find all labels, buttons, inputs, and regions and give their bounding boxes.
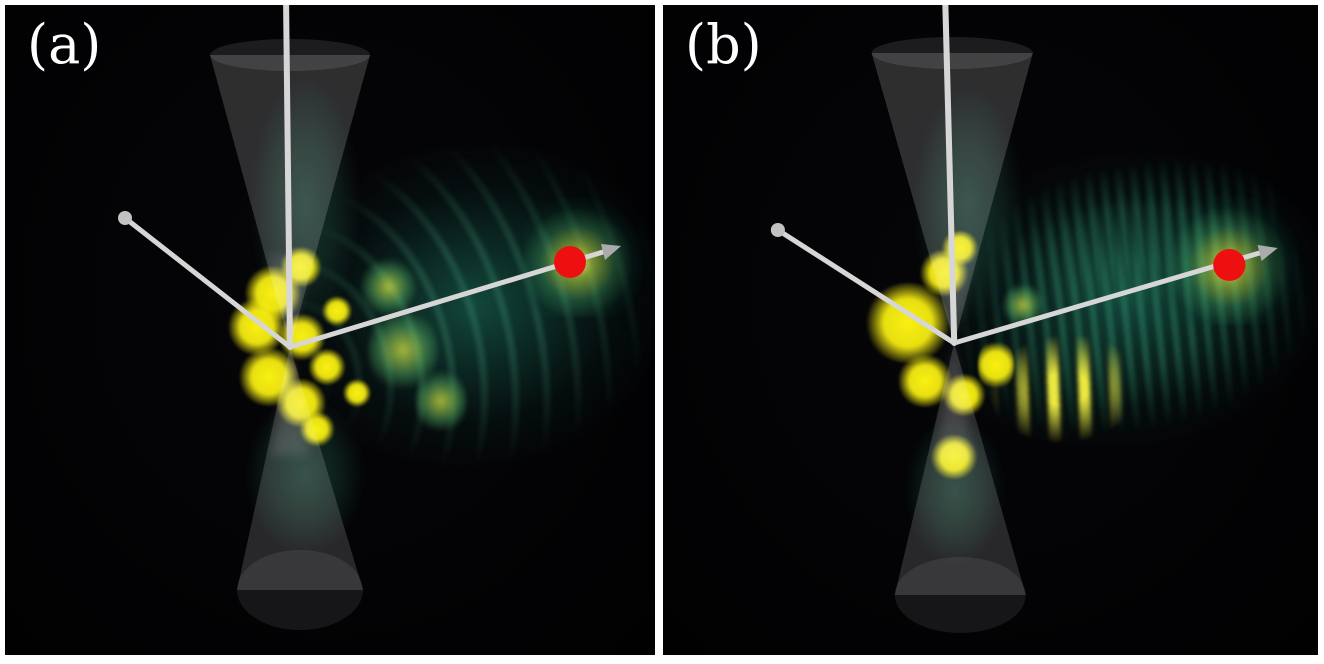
focus-cone-top-rim [210,39,370,71]
red-probe-particle [554,246,586,278]
focus-cone-top-rim [871,37,1033,69]
axis-vertical [283,5,293,350]
red-probe-particle [1213,249,1246,281]
scene-overlay [770,5,1278,633]
panel-b: (b) [663,5,1318,655]
axis-right-arrowhead [601,244,621,260]
focus-cone-bottom-base [237,550,363,630]
panel-a-label: (a) [27,13,102,76]
axis-left-end-ball [770,223,785,237]
panel-a: (a) [5,5,655,655]
panel-divider [655,5,663,655]
axis-left-end-ball [118,211,132,225]
axis-right-arrowhead [1257,245,1278,261]
focus-cone-bottom-base [894,557,1026,633]
scene-overlay [118,5,621,630]
panel-b-label: (b) [685,13,762,76]
